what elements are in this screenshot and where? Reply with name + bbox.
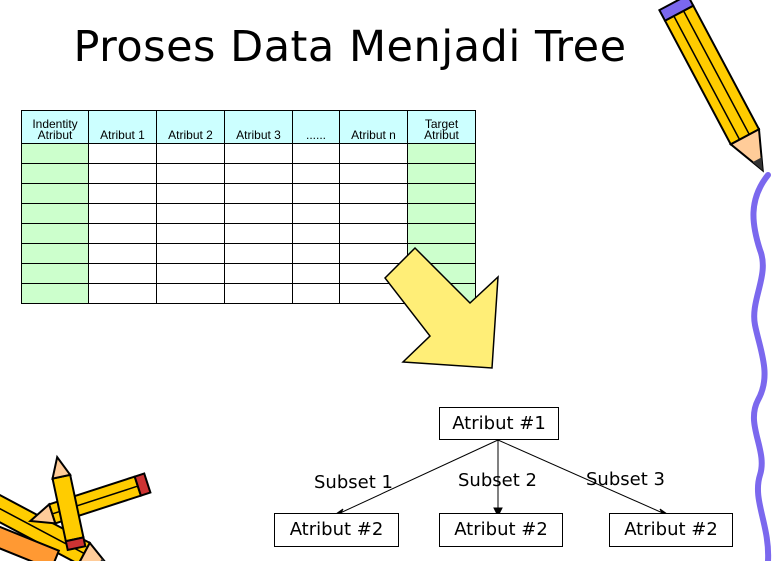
tree-child-node-2: Atribut #2 [439,513,563,547]
table-cell [407,143,476,164]
table-header-cell: Indentity Atribut [21,110,89,144]
table-cell [407,243,476,264]
pencil-icon [0,519,61,561]
table-row [21,223,476,244]
table-header-cell: Target Atribut [407,110,476,144]
table-cell [292,203,340,224]
table-header-cell: ...... [292,110,340,144]
table-cell [88,163,157,184]
pencil-icon [51,454,87,552]
table-cell [156,163,225,184]
table-cell [224,183,293,204]
table-cell [156,283,225,304]
table-cell [224,143,293,164]
table-body [21,143,476,304]
table-cell [21,143,89,164]
table-row [21,163,476,184]
table-cell [224,243,293,264]
table-cell [339,223,408,244]
data-table: Indentity Atribut Atribut 1 Atribut 2 At… [21,110,476,304]
tree-child-node-1: Atribut #2 [274,513,399,547]
table-cell [88,203,157,224]
subset-label-3: Subset 3 [586,469,665,490]
table-row [21,283,476,304]
table-cell [88,143,157,164]
table-cell [339,263,408,284]
table-cell [21,263,89,284]
table-cell [339,283,408,304]
table-header-cell: Atribut 3 [224,110,293,144]
table-cell [292,263,340,284]
table-cell [156,263,225,284]
table-cell [156,223,225,244]
table-row [21,183,476,204]
table-cell [224,263,293,284]
table-cell [224,203,293,224]
table-cell [407,183,476,204]
subset-label-2: Subset 2 [458,470,537,491]
slide-title: Proses Data Menjadi Tree [73,22,627,72]
table-cell [339,143,408,164]
table-header-cell: Atribut 2 [156,110,225,144]
tree-child-node-3: Atribut #2 [609,513,733,547]
table-cell [407,263,476,284]
table-cell [88,223,157,244]
table-row [21,263,476,284]
table-row [21,143,476,164]
table-cell [156,243,225,264]
pencil-icon [27,472,152,525]
table-cell [21,223,89,244]
table-header-cell: Atribut 1 [88,110,157,144]
table-cell [156,143,225,164]
table-header-cell: Atribut n [339,110,408,144]
table-cell [156,203,225,224]
table-cell [339,203,408,224]
table-cell [407,203,476,224]
table-cell [292,283,340,304]
table-cell [292,143,340,164]
table-cell [88,243,157,264]
table-cell [21,163,89,184]
table-row [21,203,476,224]
subset-label-1: Subset 1 [314,472,393,493]
table-cell [407,223,476,244]
tree-root-node: Atribut #1 [439,407,559,440]
table-cell [88,263,157,284]
table-cell [88,183,157,204]
squiggle-line [750,172,772,561]
table-header-row: Indentity Atribut Atribut 1 Atribut 2 At… [21,110,476,144]
pencil-icon [658,0,764,173]
table-cell [21,243,89,264]
table-cell [224,223,293,244]
table-row [21,243,476,264]
table-cell [21,283,89,304]
table-cell [339,243,408,264]
table-cell [224,283,293,304]
table-cell [407,283,476,304]
table-cell [21,203,89,224]
table-cell [292,243,340,264]
table-cell [339,183,408,204]
table-cell [224,163,293,184]
table-cell [21,183,89,204]
table-cell [88,283,157,304]
table-cell [156,183,225,204]
table-cell [292,183,340,204]
table-cell [339,163,408,184]
table-cell [292,163,340,184]
table-cell [292,223,340,244]
table-cell [407,163,476,184]
